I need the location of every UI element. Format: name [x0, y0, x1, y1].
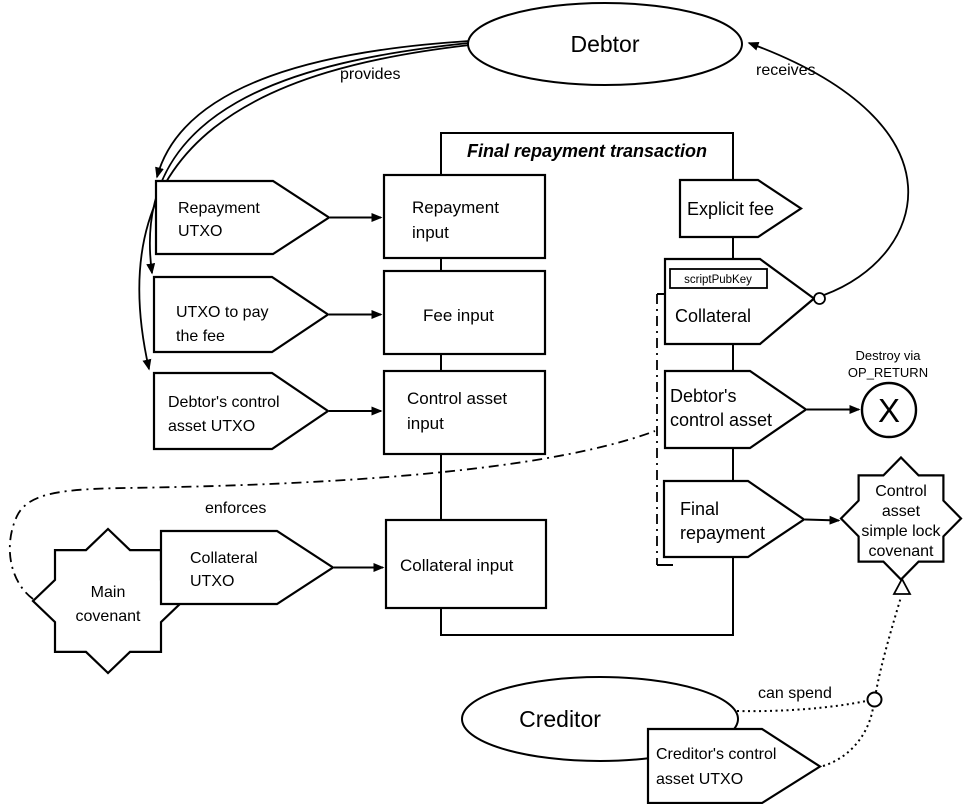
- transaction-title: Final repayment transaction: [467, 141, 707, 161]
- fee-utxo-shape: [152, 275, 330, 354]
- enforces-label: enforces: [205, 500, 266, 517]
- creditor-control-utxo-node: Creditor's control asset UTXO: [646, 727, 823, 804]
- can-spend-from-utxo: [822, 707, 874, 767]
- debtor-control-output-node: Debtor's control asset: [663, 369, 808, 450]
- provides-label: provides: [340, 66, 400, 83]
- destroy-label-line1: Destroy via: [855, 348, 921, 363]
- can-spend-label: can spend: [758, 685, 832, 702]
- collateral-output-label: Collateral: [675, 306, 751, 326]
- fee-utxo-line1: UTXO to pay: [176, 304, 268, 321]
- repayment-utxo-line1: Repayment: [178, 200, 260, 217]
- edge-labels: provides receives enforces can spend: [205, 62, 832, 702]
- control-asset-input-line1: Control asset: [407, 389, 507, 408]
- destroy-node: Destroy via OP_RETURN X: [807, 348, 928, 439]
- debtor-node: Debtor: [467, 2, 743, 86]
- repayment-utxo-node: Repayment UTXO: [154, 179, 332, 256]
- control-asset-input-shape: [382, 369, 547, 456]
- control-asset-covenant-line4: covenant: [869, 543, 934, 560]
- can-spend-edges: [736, 577, 912, 767]
- collateral-utxo-shape: [159, 529, 336, 606]
- can-spend-to-covenant: [875, 596, 902, 693]
- destroy-label-line2: OP_RETURN: [848, 365, 928, 380]
- arrow-final-repayment-to-covenant: [804, 515, 841, 525]
- final-repayment-output-node: Final repayment: [662, 479, 806, 559]
- debtor-control-utxo-line2: asset UTXO: [168, 418, 255, 435]
- debtor-control-output-line2: control asset: [670, 410, 772, 430]
- fee-input-label: Fee input: [423, 306, 494, 325]
- final-repayment-output-shape: [662, 479, 806, 559]
- debtor-control-output-shape: [663, 369, 808, 450]
- control-asset-covenant-line2: asset: [882, 503, 921, 520]
- control-asset-covenant-line3: simple lock: [861, 523, 941, 540]
- fee-utxo-line2: the fee: [176, 328, 225, 345]
- collateral-input-label: Collateral input: [400, 556, 514, 575]
- collateral-input-node: Collateral input: [384, 518, 548, 610]
- repayment-utxo-line2: UTXO: [178, 223, 222, 240]
- script-pub-key-label: scriptPubKey: [684, 274, 752, 286]
- fee-input-node: Fee input: [382, 269, 547, 356]
- creditor-label: Creditor: [519, 706, 601, 732]
- destroy-x-symbol: X: [878, 392, 900, 429]
- creditor-control-utxo-line1: Creditor's control: [656, 746, 776, 763]
- repayment-utxo-shape: [154, 179, 332, 256]
- debtor-shape: [467, 2, 743, 86]
- collateral-utxo-node: Collateral UTXO: [159, 529, 336, 606]
- debtor-label: Debtor: [570, 31, 639, 57]
- explicit-fee-label: Explicit fee: [687, 199, 774, 219]
- collateral-utxo-line1: Collateral: [190, 550, 258, 567]
- repayment-input-shape: [382, 173, 547, 260]
- creditor-control-utxo-line2: asset UTXO: [656, 771, 743, 788]
- can-spend-from-creditor: [736, 700, 867, 713]
- control-asset-input-line2: input: [407, 414, 444, 433]
- debtor-control-output-line1: Debtor's: [670, 386, 736, 406]
- collateral-tip-circle: [813, 292, 826, 305]
- explicit-fee-output-node: Explicit fee: [678, 178, 803, 239]
- final-repayment-output-line1: Final: [680, 499, 719, 519]
- provides-edge-control: [138, 44, 471, 371]
- provides-edge-repayment: [155, 40, 470, 179]
- collateral-input-shape: [384, 518, 548, 610]
- control-asset-input-node: Control asset input: [382, 369, 547, 456]
- collateral-output-node: scriptPubKey Collateral: [663, 257, 826, 346]
- explicit-fee-shape: [678, 178, 803, 239]
- receives-label: receives: [756, 62, 816, 79]
- can-spend-junction-circle: [866, 691, 883, 708]
- debtor-control-utxo-line1: Debtor's control: [168, 394, 280, 411]
- creditor-control-utxo-shape: [646, 727, 823, 804]
- main-covenant-line2: covenant: [76, 608, 141, 625]
- utxo-to-input-arrows: [329, 213, 385, 572]
- main-covenant-node: Main covenant: [31, 527, 185, 675]
- control-asset-covenant-line1: Control: [875, 483, 927, 500]
- fee-utxo-node: UTXO to pay the fee: [152, 275, 330, 354]
- destroy-circle: [860, 381, 918, 439]
- repayment-input-node: Repayment input: [382, 173, 547, 260]
- final-repayment-output-line2: repayment: [680, 523, 765, 543]
- debtor-control-utxo-shape: [152, 371, 330, 451]
- debtor-control-utxo-node: Debtor's control asset UTXO: [152, 371, 330, 451]
- script-pub-key-box: [669, 268, 768, 289]
- repayment-input-line2: input: [412, 223, 449, 242]
- hollow-triangle-arrowhead: [892, 577, 912, 595]
- provides-edges: [138, 40, 471, 371]
- repayment-input-line1: Repayment: [412, 198, 499, 217]
- collateral-utxo-line2: UTXO: [190, 573, 234, 590]
- receives-edge: [747, 42, 910, 296]
- fee-input-shape: [382, 269, 547, 356]
- control-asset-covenant-node: Control asset simple lock covenant: [804, 455, 963, 582]
- main-covenant-line1: Main: [91, 584, 126, 601]
- enforces-curve: [9, 430, 656, 600]
